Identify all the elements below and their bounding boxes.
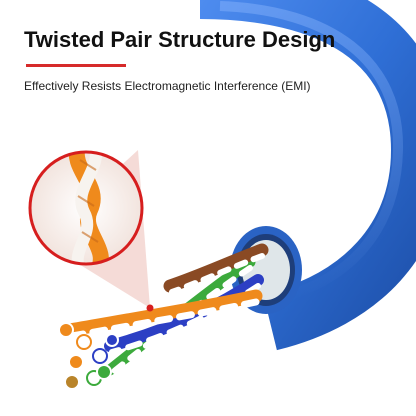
cable-jacket [199, 0, 416, 351]
twisted-pairs [58, 243, 269, 390]
focus-point [146, 304, 154, 312]
magnifier-circle [28, 150, 144, 266]
brown-pair [163, 243, 269, 295]
subheadline: Effectively Resists Electromagnetic Inte… [24, 79, 311, 93]
accent-divider [26, 64, 126, 67]
wire-ends [58, 322, 119, 390]
headline: Twisted Pair Structure Design [24, 27, 336, 52]
orange-pair [63, 289, 263, 340]
